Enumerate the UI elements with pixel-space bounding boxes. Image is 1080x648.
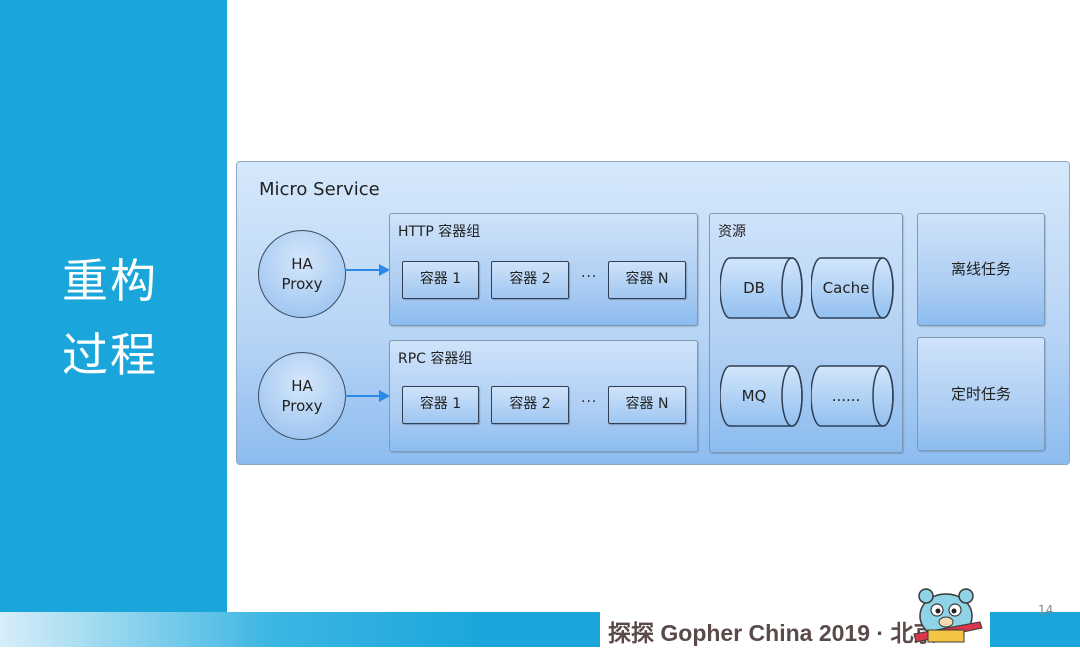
ha-proxy-rpc: HA Proxy	[258, 352, 346, 440]
ha-proxy-label-line2: Proxy	[281, 397, 323, 415]
arrow-icon	[345, 264, 390, 276]
event-banner-text: 探探 Gopher China 2019 · 北京	[608, 620, 937, 646]
offline-task-box: 离线任务	[917, 213, 1045, 326]
resource-db-label: DB	[743, 279, 765, 297]
ha-proxy-label-line1: HA	[291, 255, 313, 273]
gopher-mascot-icon	[913, 588, 983, 643]
rpc-ellipsis: ···	[581, 394, 598, 410]
http-group-title: HTTP 容器组	[398, 224, 481, 240]
micro-service-container: Micro Service HA Proxy HA Proxy HTTP 容器组…	[236, 161, 1070, 465]
rpc-group-title: RPC 容器组	[398, 351, 473, 367]
rpc-container-1: 容器 1	[402, 386, 479, 424]
database-cylinder-icon	[720, 257, 803, 319]
http-container-1: 容器 1	[402, 261, 479, 299]
ha-proxy-label-line1: HA	[291, 377, 313, 395]
page-number: 14	[1038, 603, 1054, 617]
more-resources-cylinder-icon	[811, 365, 894, 427]
http-container-group: HTTP 容器组 容器 1 容器 2 ··· 容器 N	[389, 213, 698, 326]
mq-cylinder-icon	[720, 365, 803, 427]
resource-cache-label: Cache	[822, 279, 870, 297]
arrow-icon	[345, 390, 390, 402]
slide-title-line-1: 重构	[62, 254, 158, 308]
rpc-container-group: RPC 容器组 容器 1 容器 2 ··· 容器 N	[389, 340, 698, 452]
micro-service-title: Micro Service	[259, 179, 380, 200]
http-ellipsis: ···	[581, 269, 598, 285]
slide-title-line-2: 过程	[62, 328, 158, 382]
ha-proxy-http: HA Proxy	[258, 230, 346, 318]
resource-more-label: ......	[831, 387, 861, 405]
scheduled-task-box: 定时任务	[917, 337, 1045, 451]
rpc-container-2: 容器 2	[491, 386, 569, 424]
event-banner: 探探 Gopher China 2019 · 北京	[600, 588, 990, 647]
ha-proxy-label-line2: Proxy	[281, 275, 323, 293]
http-container-n: 容器 N	[608, 261, 686, 299]
http-container-2: 容器 2	[491, 261, 569, 299]
rpc-container-n: 容器 N	[608, 386, 686, 424]
resource-mq-label: MQ	[741, 387, 767, 405]
resources-panel: 资源 DB Cache MQ ......	[709, 213, 903, 453]
cache-cylinder-icon	[811, 257, 894, 319]
resources-title: 资源	[718, 224, 746, 240]
slide-title: 重构 过程	[62, 244, 222, 392]
sidebar-band	[0, 0, 227, 612]
